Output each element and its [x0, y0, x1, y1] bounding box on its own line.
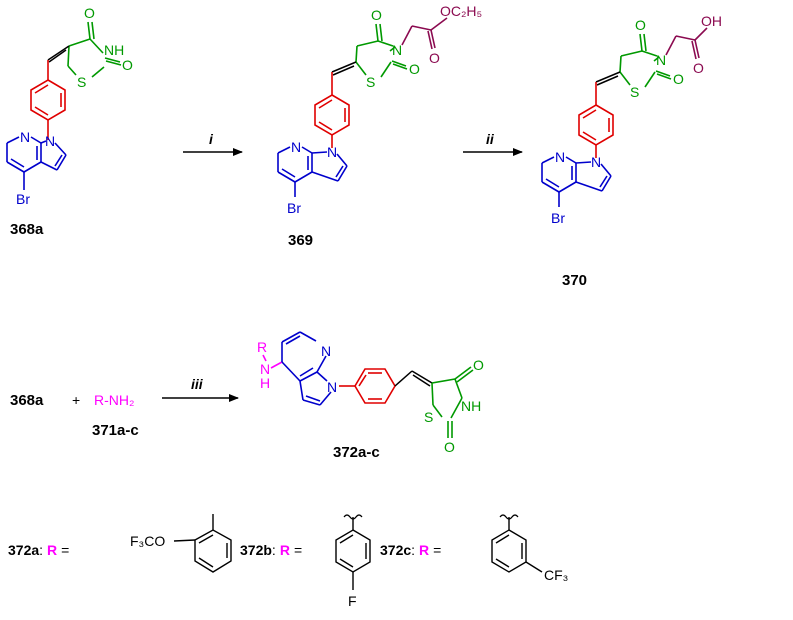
atom-N-pyridine: N [555, 149, 565, 165]
compound-label-372: 372a-c [333, 444, 380, 461]
atom-O: O [635, 17, 646, 33]
atom-O: O [429, 50, 440, 66]
exocyclic-double-bond [331, 61, 357, 76]
compound-370: O N S O O OH [541, 13, 722, 289]
compound-368a: O NH S O [6, 5, 133, 238]
acid-side-chain [665, 27, 708, 60]
rgroup-372b: 372b:R= F [240, 514, 371, 609]
reaction-row-2: 368a + R-NH₂ 371a-c iii [10, 376, 239, 439]
phenyl-ring [578, 82, 614, 158]
phenyl-substituent [491, 517, 543, 573]
atom-OC2H5: OC₂H₅ [440, 3, 482, 19]
atom-O: O [371, 7, 382, 23]
thiazolidinedione-ring [431, 366, 474, 438]
atom-NH: NH [461, 398, 481, 414]
atom-N-pyrrole: N [327, 144, 337, 160]
svg-text:372a:R=: 372a:R= [8, 542, 69, 558]
reactant-368a: 368a [10, 392, 44, 409]
ester-side-chain [401, 17, 448, 50]
rgroup-label: 372b [240, 542, 272, 558]
atom-N-pyridine: N [321, 343, 331, 359]
atom-N-pyridine: N [291, 139, 301, 155]
atom-S: S [424, 409, 433, 425]
azaindole-core [541, 156, 612, 207]
reaction-arrow-i: i [183, 131, 243, 156]
atom-N-pyridine: N [20, 129, 30, 145]
atom-N: N [656, 52, 666, 68]
atom-S: S [366, 74, 375, 90]
atom-N-pyrrole: N [45, 133, 55, 149]
azaindole-core [277, 146, 348, 197]
phenyl-ring [339, 368, 396, 404]
compound-369: O N S O O OC₂H₅ [277, 3, 482, 249]
compound-label-370: 370 [562, 272, 587, 289]
substituent-CF3: CF₃ [544, 567, 568, 583]
atom-O: O [409, 61, 420, 77]
exocyclic-double-bond [595, 71, 621, 86]
atom-N-pyrrole: N [327, 379, 337, 395]
compound-label-369: 369 [288, 232, 313, 249]
reaction-arrow-ii: ii [463, 131, 523, 156]
phenyl-substituent [173, 514, 232, 573]
atom-Br: Br [287, 200, 301, 216]
rgroup-372a: 372a:R= F₃CO [8, 514, 232, 573]
atom-N: N [392, 42, 402, 58]
atom-R: R [257, 339, 267, 355]
atom-Br: Br [551, 210, 565, 226]
azaindole-core [281, 331, 332, 406]
atom-N: N [260, 361, 270, 377]
substituent-F3CO: F₃CO [130, 533, 165, 549]
amine-bonds [262, 354, 283, 369]
exocyclic-double-bond [394, 370, 433, 387]
atom-NH: NH [104, 42, 124, 58]
phenyl-ring [30, 60, 66, 140]
atom-OH: OH [701, 13, 722, 29]
compound-label-368a: 368a [10, 221, 44, 238]
atom-N-pyrrole: N [591, 154, 601, 170]
rgroup-label: 372a [8, 542, 39, 558]
atom-S: S [77, 74, 86, 90]
atom-O: O [122, 57, 133, 73]
thiazolidinedione-ring [355, 23, 408, 78]
phenyl-ring [314, 72, 350, 148]
thiazolidinedione-ring [619, 33, 672, 88]
compound-372: R N H N N [257, 331, 484, 461]
amine-reactant: R-NH₂ [94, 392, 134, 408]
atom-O: O [473, 357, 484, 373]
rgroup-372c: 372c:R= CF₃ [380, 514, 568, 583]
rgroup-label: 372c [380, 542, 411, 558]
compound-label-371: 371a-c [92, 422, 139, 439]
thiazolidinedione-ring [67, 21, 122, 78]
atom-O: O [444, 439, 455, 455]
atom-O: O [84, 5, 95, 21]
reagent-i: i [209, 131, 214, 147]
reagent-ii: ii [486, 131, 495, 147]
reagent-iii: iii [191, 376, 204, 392]
phenyl-substituent [335, 517, 371, 590]
atom-H: H [260, 375, 270, 391]
atom-O: O [673, 71, 684, 87]
azaindole-core [6, 136, 67, 190]
exocyclic-double-bond [47, 45, 70, 63]
atom-O: O [693, 60, 704, 76]
svg-text:372c:R=: 372c:R= [380, 542, 441, 558]
svg-text:372b:R=: 372b:R= [240, 542, 302, 558]
substituent-F: F [348, 593, 357, 609]
atom-S: S [630, 84, 639, 100]
plus-sign: + [72, 392, 80, 408]
atom-Br: Br [16, 191, 30, 207]
